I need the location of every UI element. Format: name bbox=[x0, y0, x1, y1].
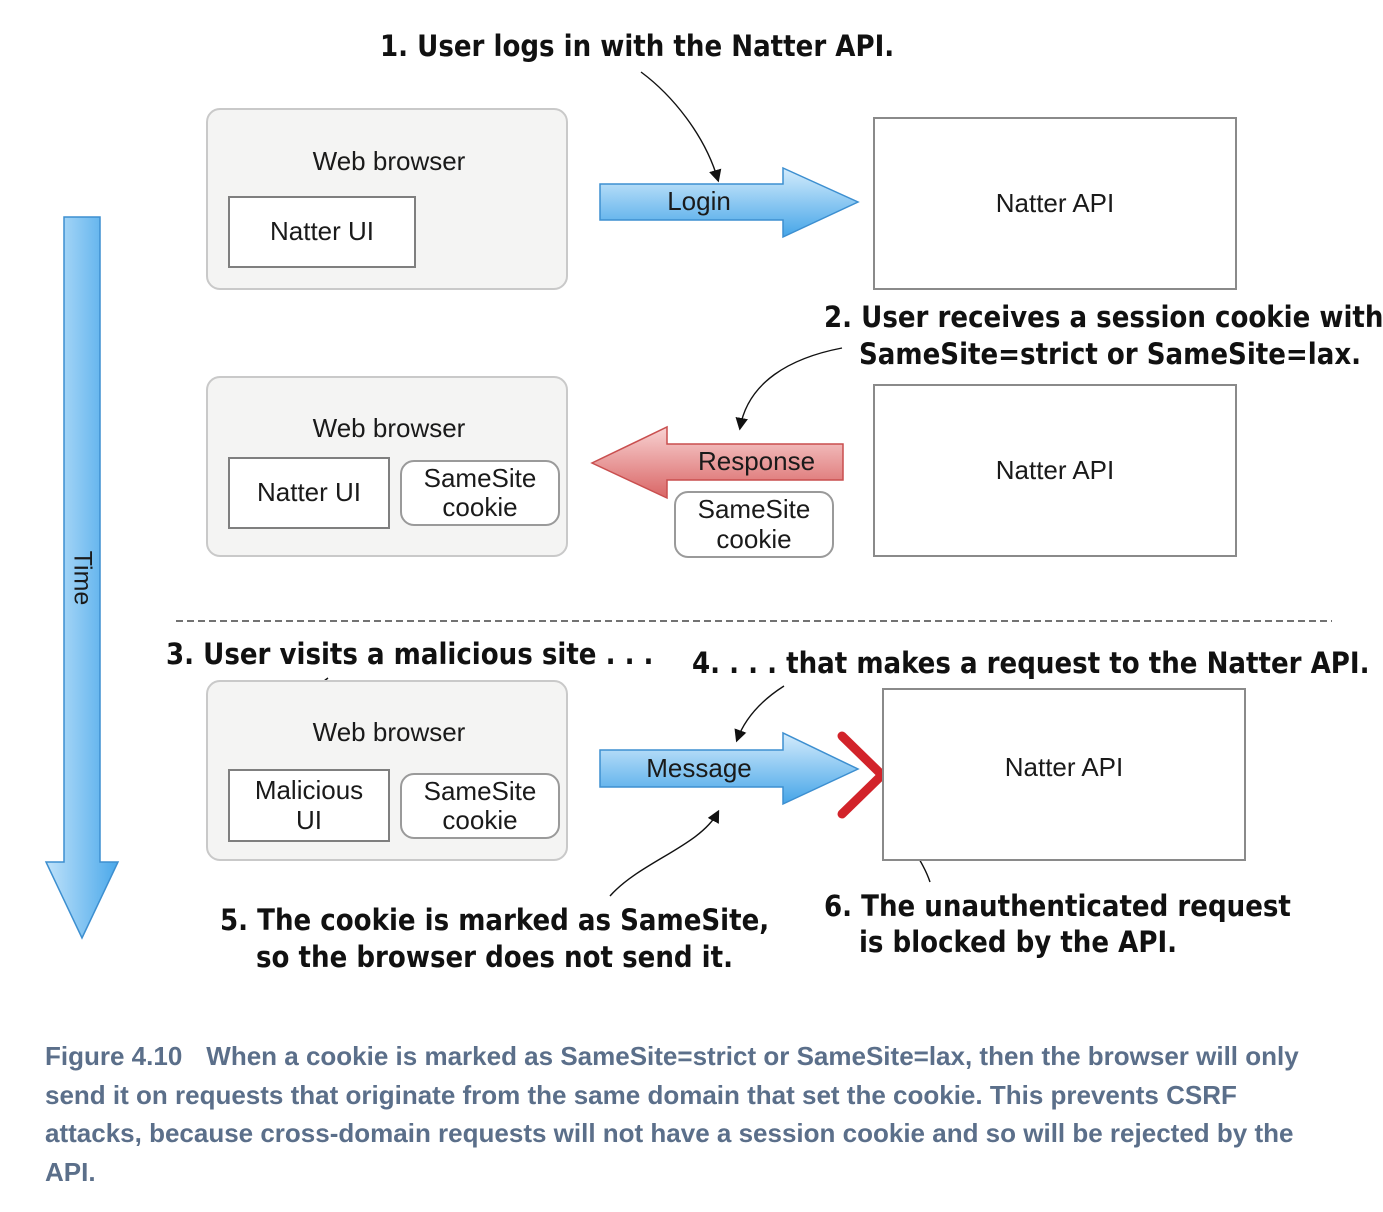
step3-note: 3. User visits a malicious site . . . bbox=[166, 637, 654, 671]
natter-ui-box: Natter UI bbox=[228, 457, 390, 529]
step5-note-line2: so the browser does not send it. bbox=[256, 940, 733, 974]
figure-caption-text: When a cookie is marked as SameSite=stri… bbox=[45, 1041, 1299, 1187]
natter-api-box-3: Natter API bbox=[882, 688, 1246, 861]
callout-step2 bbox=[735, 347, 843, 431]
step6-note-line1: 6. The unauthenticated request bbox=[824, 889, 1291, 923]
cookie-line2: cookie bbox=[442, 805, 518, 835]
callout-step5 bbox=[609, 809, 720, 897]
cookie-line1: SameSite bbox=[697, 494, 811, 525]
message-arrow-label: Message bbox=[646, 752, 752, 783]
time-label: Time bbox=[68, 550, 97, 606]
callout-step4 bbox=[734, 685, 785, 743]
step2-note-line2: SameSite=strict or SameSite=lax. bbox=[859, 337, 1362, 371]
web-browser-box-2: Web browser Natter UI SameSite cookie bbox=[206, 376, 568, 557]
time-arrow bbox=[44, 216, 120, 940]
response-arrow bbox=[590, 425, 844, 500]
step2-note-line1: 2. User receives a session cookie with bbox=[824, 300, 1383, 334]
cookie-line1: SameSite bbox=[423, 775, 537, 806]
samesite-cookie-box: SameSite cookie bbox=[400, 773, 560, 839]
web-browser-title: Web browser bbox=[312, 146, 466, 177]
natter-api-box-1: Natter API bbox=[873, 117, 1237, 290]
web-browser-title: Web browser bbox=[312, 717, 466, 748]
natter-api-box-2: Natter API bbox=[873, 384, 1237, 557]
sent-samesite-cookie-box: SameSite cookie bbox=[674, 491, 834, 558]
web-browser-title: Web browser bbox=[312, 413, 466, 444]
cookie-line2: cookie bbox=[716, 523, 792, 554]
login-arrow bbox=[599, 166, 860, 239]
samesite-cookie-box: SameSite cookie bbox=[400, 460, 560, 526]
step6-note-line2: is blocked by the API. bbox=[859, 925, 1178, 959]
step4-note: 4. . . . that makes a request to the Nat… bbox=[692, 646, 1370, 680]
malicious-ui-line2: UI bbox=[296, 804, 322, 835]
callout-step1 bbox=[640, 71, 722, 183]
figure-number: Figure 4.10 bbox=[45, 1041, 183, 1071]
step1-note: 1. User logs in with the Natter API. bbox=[380, 29, 895, 63]
step5-note-line1: 5. The cookie is marked as SameSite, bbox=[220, 903, 770, 937]
malicious-ui-box: Malicious UI bbox=[228, 769, 390, 842]
login-arrow-label: Login bbox=[667, 186, 731, 217]
web-browser-box-3: Web browser Malicious UI SameSite cookie bbox=[206, 680, 568, 861]
message-arrow bbox=[599, 731, 860, 806]
malicious-ui-line1: Malicious bbox=[254, 775, 364, 806]
web-browser-box-1: Web browser Natter UI bbox=[206, 108, 568, 290]
natter-ui-box: Natter UI bbox=[228, 196, 416, 268]
response-arrow-label: Response bbox=[697, 446, 816, 477]
cookie-line1: SameSite bbox=[423, 462, 537, 493]
cookie-line2: cookie bbox=[442, 492, 518, 522]
